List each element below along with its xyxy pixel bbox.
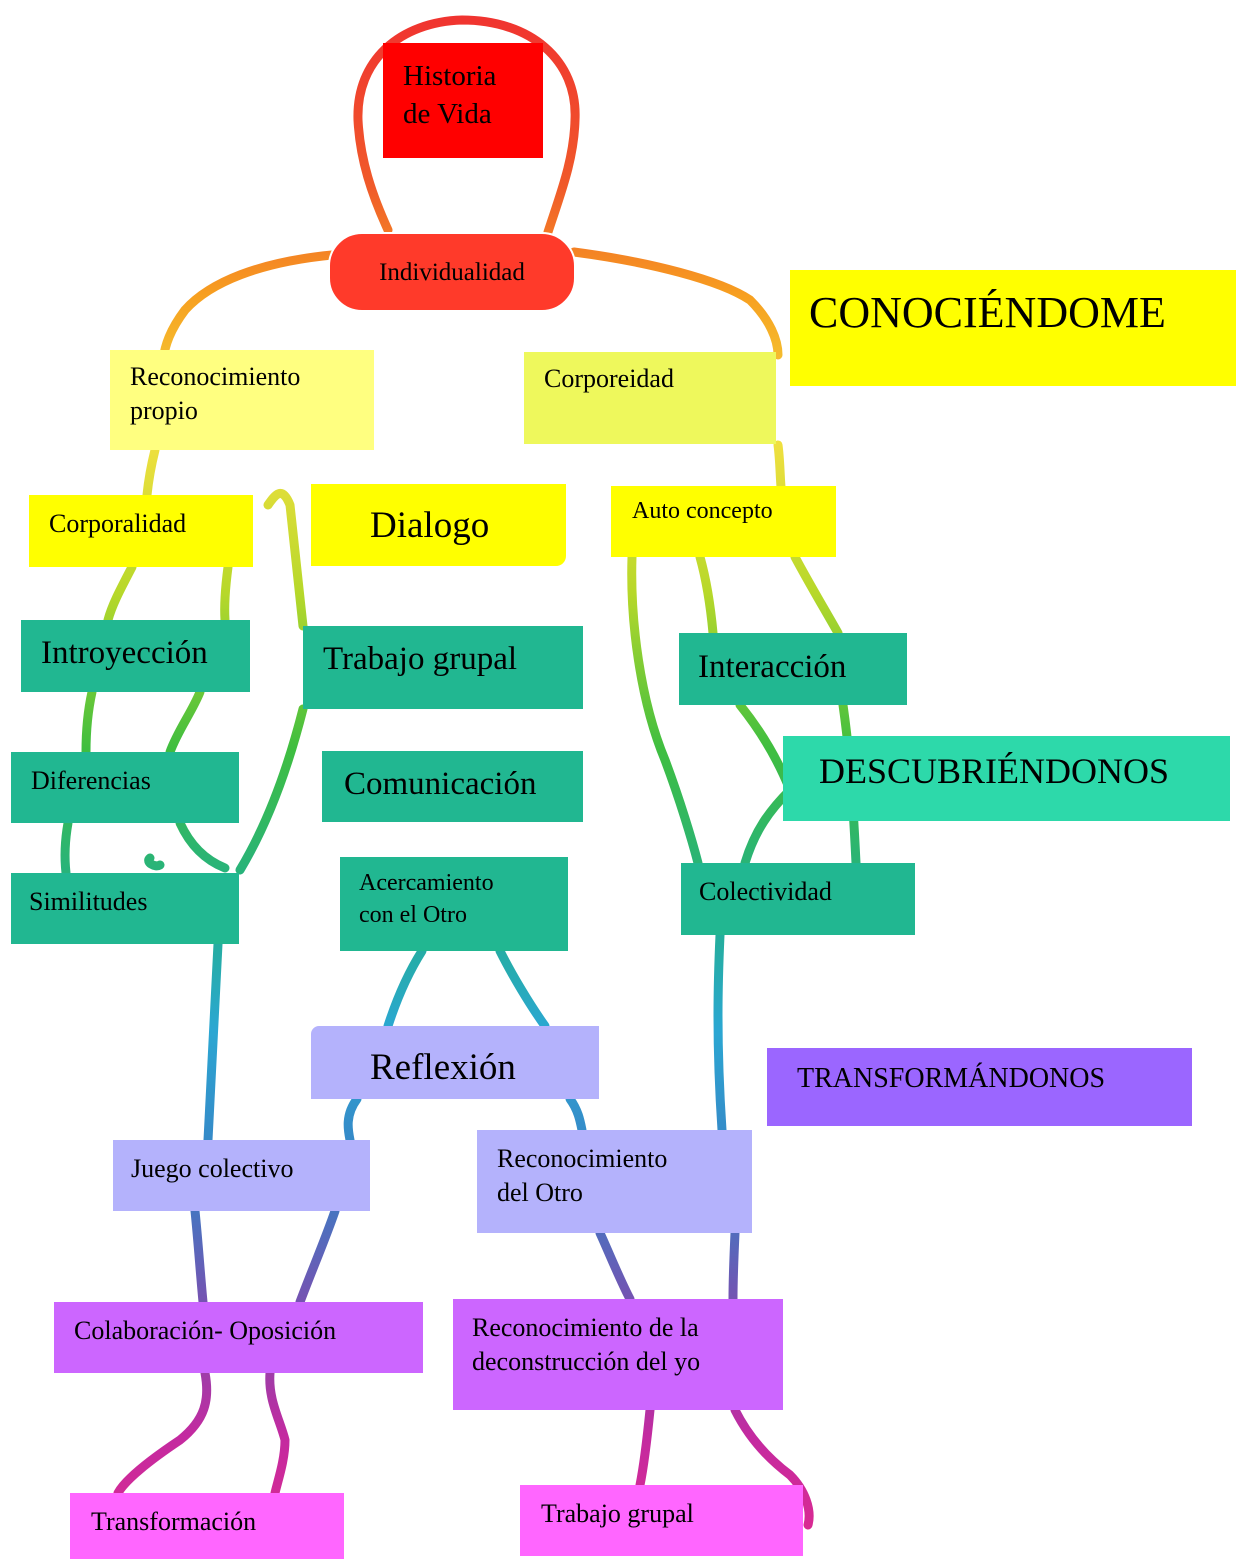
node-similitudes: Similitudes: [11, 873, 239, 944]
node-label: Corporeidad: [544, 364, 674, 393]
node-trabajo-grupal: Trabajo grupal: [303, 626, 583, 709]
node-label: Trabajo grupal: [541, 1499, 694, 1528]
stage-label: DESCUBRIÉNDONOS: [819, 751, 1170, 791]
node-reconocimiento-del-otro: Reconocimiento del Otro: [477, 1130, 752, 1233]
node-label: Reconocimiento propio: [130, 362, 301, 426]
node-label: Individualidad: [379, 258, 525, 286]
node-label: Juego colectivo: [131, 1154, 294, 1183]
node-label: Trabajo grupal: [323, 641, 518, 677]
node-label: Introyección: [41, 635, 208, 671]
node-label: Colaboración- Oposición: [74, 1316, 337, 1345]
node-corporeidad: Corporeidad: [524, 352, 776, 444]
node-corporalidad: Corporalidad: [29, 495, 253, 567]
node-label: Transformación: [91, 1507, 257, 1536]
node-colaboracion-oposicion: Colaboración- Oposición: [54, 1302, 423, 1373]
node-reflexion: Reflexión: [311, 1026, 599, 1099]
node-introyeccion: Introyección: [21, 620, 250, 692]
node-interaccion: Interacción: [679, 633, 907, 705]
node-label: Corporalidad: [49, 509, 187, 538]
node-trabajo-grupal-2: Trabajo grupal: [520, 1485, 803, 1556]
node-label: Comunicación: [344, 766, 537, 802]
node-label: Dialogo: [370, 505, 490, 546]
node-label: Diferencias: [31, 766, 151, 795]
node-auto-concepto: Auto concepto: [611, 486, 836, 557]
node-colectividad: Colectividad: [681, 863, 915, 935]
node-label: Reflexión: [370, 1047, 516, 1088]
node-individualidad: Individualidad: [328, 232, 576, 312]
node-historia-de-vida: Historia de Vida: [383, 43, 543, 158]
node-acercamiento-con-el-otro: Acercamiento con el Otro: [340, 857, 568, 951]
node-label: Similitudes: [29, 887, 148, 916]
node-label: Colectividad: [699, 877, 832, 906]
node-transformacion: Transformación: [70, 1493, 344, 1559]
node-label: Historia de Vida: [403, 60, 497, 131]
stage-conociendome: CONOCIÉNDOME: [790, 270, 1236, 386]
stage-label: TRANSFORMÁNDONOS: [797, 1063, 1106, 1094]
node-diferencias: Diferencias: [11, 752, 239, 823]
node-reconocimiento-propio: Reconocimiento propio: [110, 350, 374, 450]
node-reconocimiento-deconstruccion: Reconocimiento de la deconstrucción del …: [453, 1299, 783, 1410]
node-label: Interacción: [698, 649, 847, 685]
node-label: Reconocimiento del Otro: [497, 1144, 668, 1208]
stage-descubriendonos: DESCUBRIÉNDONOS: [783, 736, 1230, 821]
node-comunicacion: Comunicación: [322, 751, 583, 822]
node-label: Auto concepto: [632, 498, 773, 524]
node-dialogo: Dialogo: [311, 484, 566, 566]
node-label: Acercamiento con el Otro: [359, 870, 494, 928]
stage-transformandonos: TRANSFORMÁNDONOS: [767, 1048, 1192, 1126]
stage-label: CONOCIÉNDOME: [809, 288, 1166, 337]
node-juego-colectivo: Juego colectivo: [113, 1140, 370, 1211]
node-label: Reconocimiento de la deconstrucción del …: [472, 1313, 701, 1377]
